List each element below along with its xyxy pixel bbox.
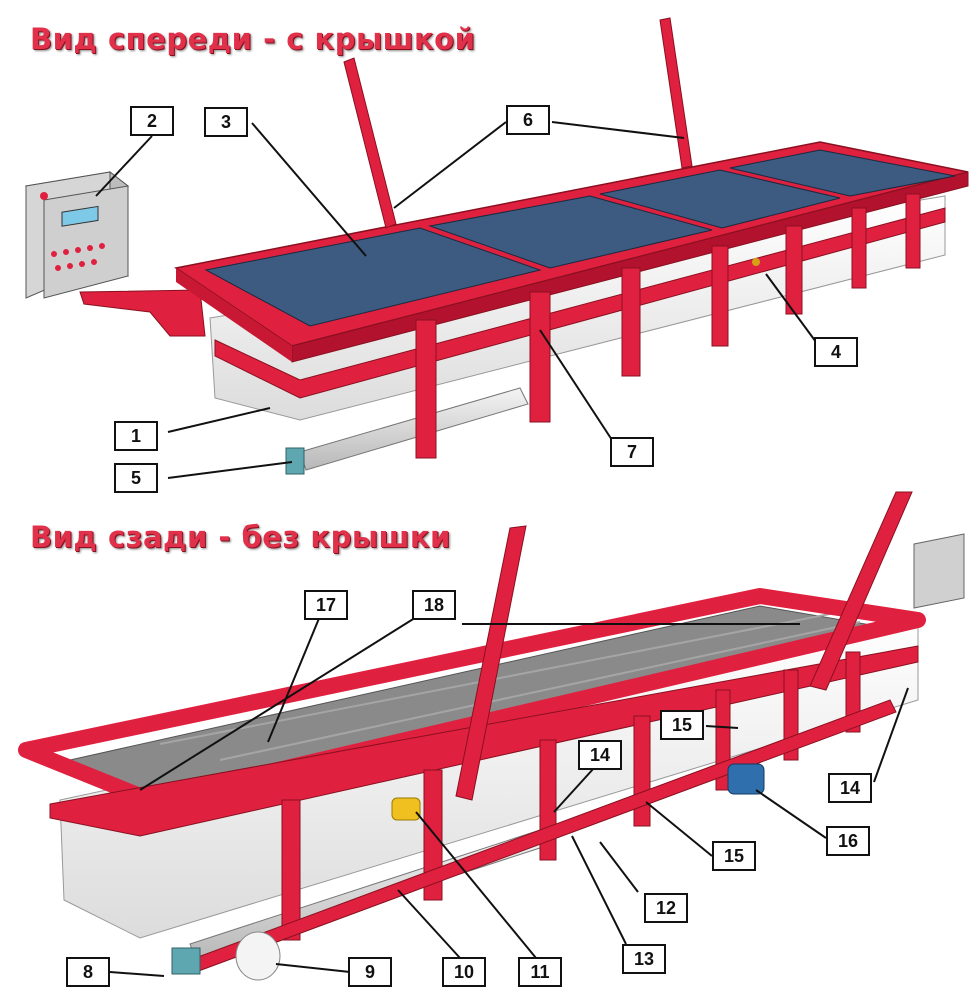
callout-7: 7 [610,437,654,467]
callout-6: 6 [506,105,550,135]
callout-13: 13 [622,944,666,974]
front-view [24,17,969,475]
front-view-title: Вид спереди - с крышкой [30,22,476,56]
callout-9: 9 [348,957,392,987]
callout-14-left: 14 [578,740,622,770]
callout-10: 10 [442,957,486,987]
lid-glass-panels [204,149,956,327]
callout-15-top: 15 [660,710,704,740]
callout-8: 8 [66,957,110,987]
callout-15-bottom: 15 [712,841,756,871]
callout-18: 18 [412,590,456,620]
callout-2: 2 [130,106,174,136]
callout-14-right: 14 [828,773,872,803]
callout-1: 1 [114,421,158,451]
callout-12: 12 [644,893,688,923]
support-legs [415,193,921,459]
callout-11: 11 [518,957,562,987]
control-cabinet [24,170,130,299]
callout-4: 4 [814,337,858,367]
back-view [18,491,965,981]
callout-5: 5 [114,463,158,493]
callout-17: 17 [304,590,348,620]
callout-16: 16 [826,826,870,856]
leader-lines [95,121,909,977]
back-view-title: Вид сзади - без крышки [30,520,451,554]
lid-lift-arms [343,17,693,229]
callout-3: 3 [204,107,248,137]
